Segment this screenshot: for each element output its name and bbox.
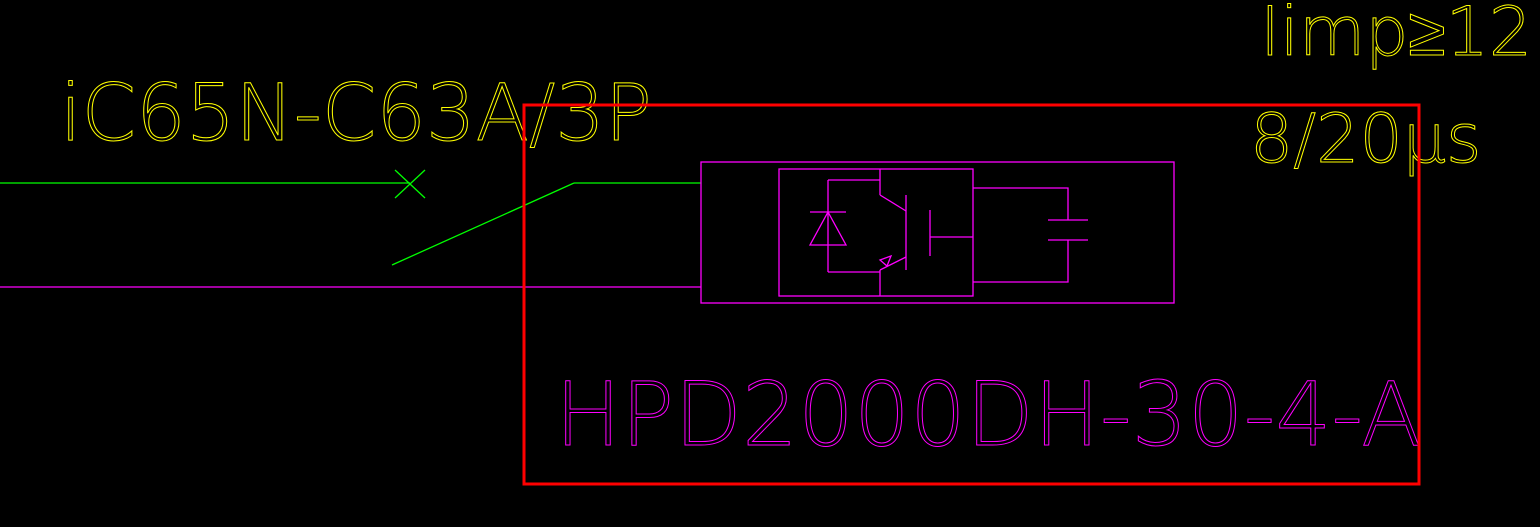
waveform-spec: 8/20μs bbox=[1250, 100, 1481, 179]
igbt-symbol-icon bbox=[878, 169, 973, 296]
impulse-current-spec: Iimp≥12. bbox=[1260, 0, 1540, 72]
breaker-symbol bbox=[0, 169, 701, 266]
capacitor-symbol-icon bbox=[973, 187, 1088, 283]
x-mark-icon bbox=[394, 169, 426, 199]
device-outer-box bbox=[700, 161, 1175, 304]
diode-symbol-icon bbox=[808, 179, 880, 273]
breaker-label: iC65N-C63A/3P bbox=[60, 69, 652, 159]
breaker-moving-contact bbox=[391, 182, 575, 266]
surge-protector-device bbox=[700, 161, 1175, 304]
device-inner-box bbox=[778, 168, 974, 297]
selection-highlight-box bbox=[522, 103, 1421, 486]
spd-model-label: HPD2000DH-30-4-A bbox=[555, 363, 1421, 466]
